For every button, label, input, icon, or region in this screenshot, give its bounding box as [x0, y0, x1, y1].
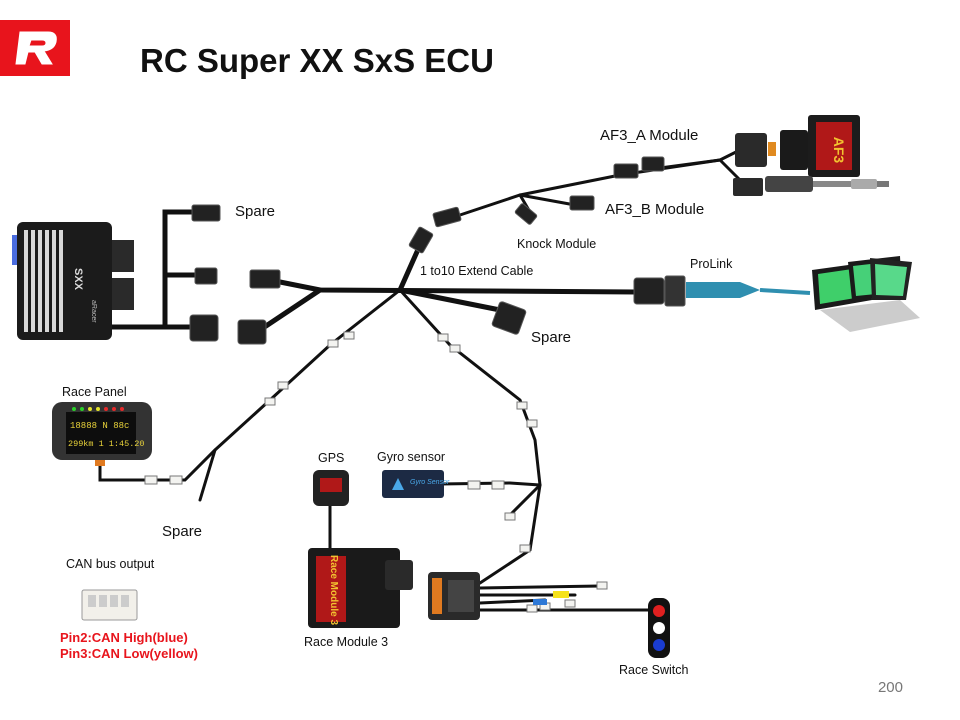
af3-a-module: AF3 [735, 115, 860, 177]
slide-title: RC Super XX SxS ECU [140, 42, 494, 79]
brand-logo [0, 20, 70, 76]
prolink-cable [686, 282, 811, 298]
module-face-text: Race Module 3 [328, 555, 339, 625]
label-spare-bottom: Spare [162, 523, 203, 540]
race-harness-plug [428, 572, 480, 620]
gyro-face-text: Gyro Sensor [410, 479, 450, 486]
laptop-icon [812, 256, 920, 332]
race-panel-row2: 299km 1 1:45.20 [68, 439, 145, 449]
can-bus-connector [81, 589, 138, 621]
inline-connectors [144, 331, 608, 613]
ecu-unit: SXX aRacer [12, 222, 134, 340]
race-panel-device: 18888 N 88c 299km 1 1:45.20 [52, 402, 152, 466]
label-race-panel: Race Panel [62, 385, 127, 399]
label-spare-mid: Spare [531, 329, 572, 346]
race-panel-row1: 18888 N 88c [70, 421, 129, 431]
label-af3-b: AF3_B Module [605, 201, 705, 218]
ecu-brand-text: SXX [72, 268, 84, 291]
af3-face-text: AF3 [831, 137, 847, 164]
label-spare-top: Spare [235, 203, 276, 220]
page-number: 200 [877, 679, 903, 696]
logo-r-icon [15, 31, 57, 65]
can-low-wire-marker [553, 591, 569, 598]
can-high-wire-marker [533, 599, 547, 605]
label-race-switch: Race Switch [619, 663, 689, 677]
label-extend-cable: 1 to10 Extend Cable [420, 264, 534, 278]
thin-harness [98, 148, 747, 612]
harness-connectors [189, 156, 686, 345]
label-race-module: Race Module 3 [304, 635, 389, 649]
o2-sensor [733, 176, 889, 196]
gps-device [313, 470, 349, 506]
label-prolink: ProLink [690, 257, 733, 271]
race-module-device: Race Module 3 [308, 548, 413, 628]
label-gyro: Gyro sensor [377, 450, 446, 464]
ecu-maker-text: aRacer [90, 300, 97, 323]
note-pin3: Pin3:CAN Low(yellow) [60, 646, 198, 661]
gyro-sensor-device: Gyro Sensor [382, 470, 450, 498]
note-pin2: Pin2:CAN High(blue) [60, 630, 188, 645]
label-gps: GPS [318, 451, 345, 465]
label-af3-a: AF3_A Module [600, 127, 699, 144]
label-can-bus: CAN bus output [66, 557, 155, 571]
race-switch-device [648, 598, 670, 658]
label-knock: Knock Module [517, 237, 597, 251]
